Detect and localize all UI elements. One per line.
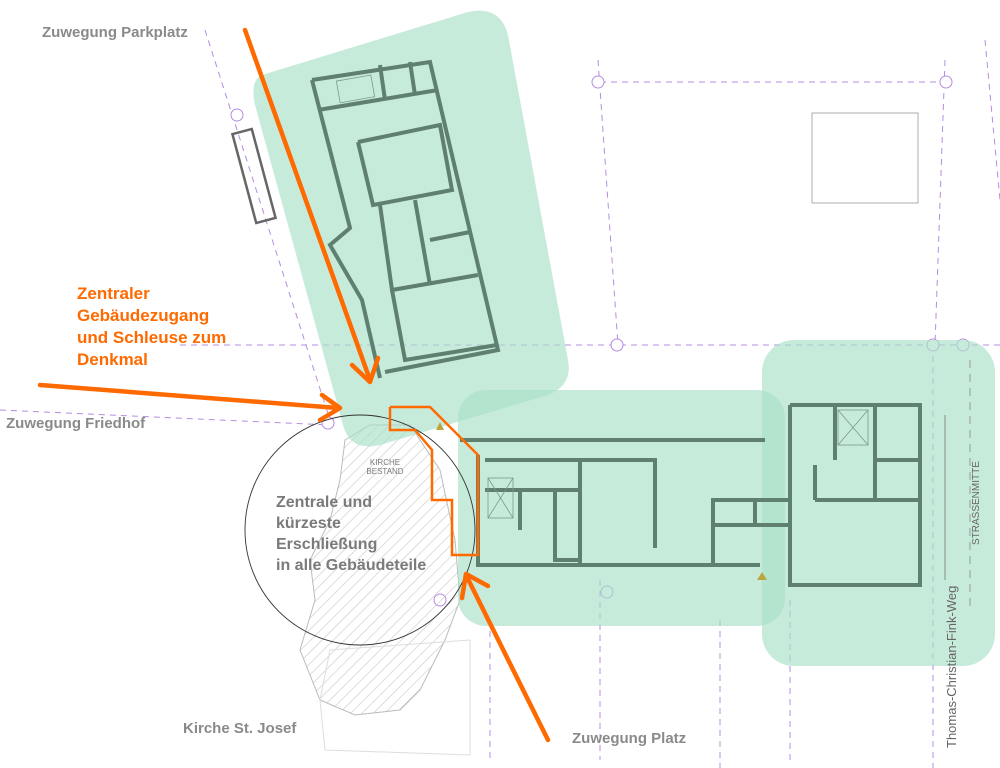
arrow-cemetery [37,382,343,423]
stairs [335,74,869,519]
callout-line: Zentraler [77,284,150,303]
label-square-access: Zuwegung Platz [572,730,687,747]
parking-structure [230,127,278,225]
callout-line: in alle Gebäudeteile [276,557,427,574]
label-street-name: Thomas-Christian-Fink-Weg [944,585,959,748]
callout-central-entrance: Zentraler Gebäudezugang und Schleuse zum… [77,283,226,371]
callout-line: Denkmal [77,350,148,369]
church-existing-line: KIRCHE [369,458,401,467]
label-church-existing: KIRCHE BESTAND [360,458,410,476]
entrance-marker [436,422,444,430]
church-existing-line: BESTAND [366,467,404,476]
callout-line: Gebäudezugang [77,306,210,325]
existing-church [299,424,461,716]
label-church-name: Kirche St. Josef [183,720,297,737]
callout-line: Erschließung [276,536,378,553]
label-street-center: STRASSENMITTE [971,461,982,545]
entrance-marker-2 [757,572,767,580]
zone-north [253,10,569,447]
callout-central-access: Zentrale und kürzeste Erschließung in al… [276,492,426,576]
label-parking-access: Zuwegung Parkplatz [42,24,188,41]
callout-line: kürzeste [276,515,341,532]
entrance-outline [388,405,480,557]
access-arrows [37,27,551,743]
access-radius-circle [244,414,476,646]
arrow-parking [242,27,381,385]
callout-line: Zentrale und [276,494,373,511]
outbuilding [811,112,919,204]
walls [310,59,922,587]
arrow-square [459,571,551,743]
callout-line: und Schleuse zum [77,328,227,347]
label-cemetery-access: Zuwegung Friedhof [6,415,146,432]
zone-east [762,340,995,666]
